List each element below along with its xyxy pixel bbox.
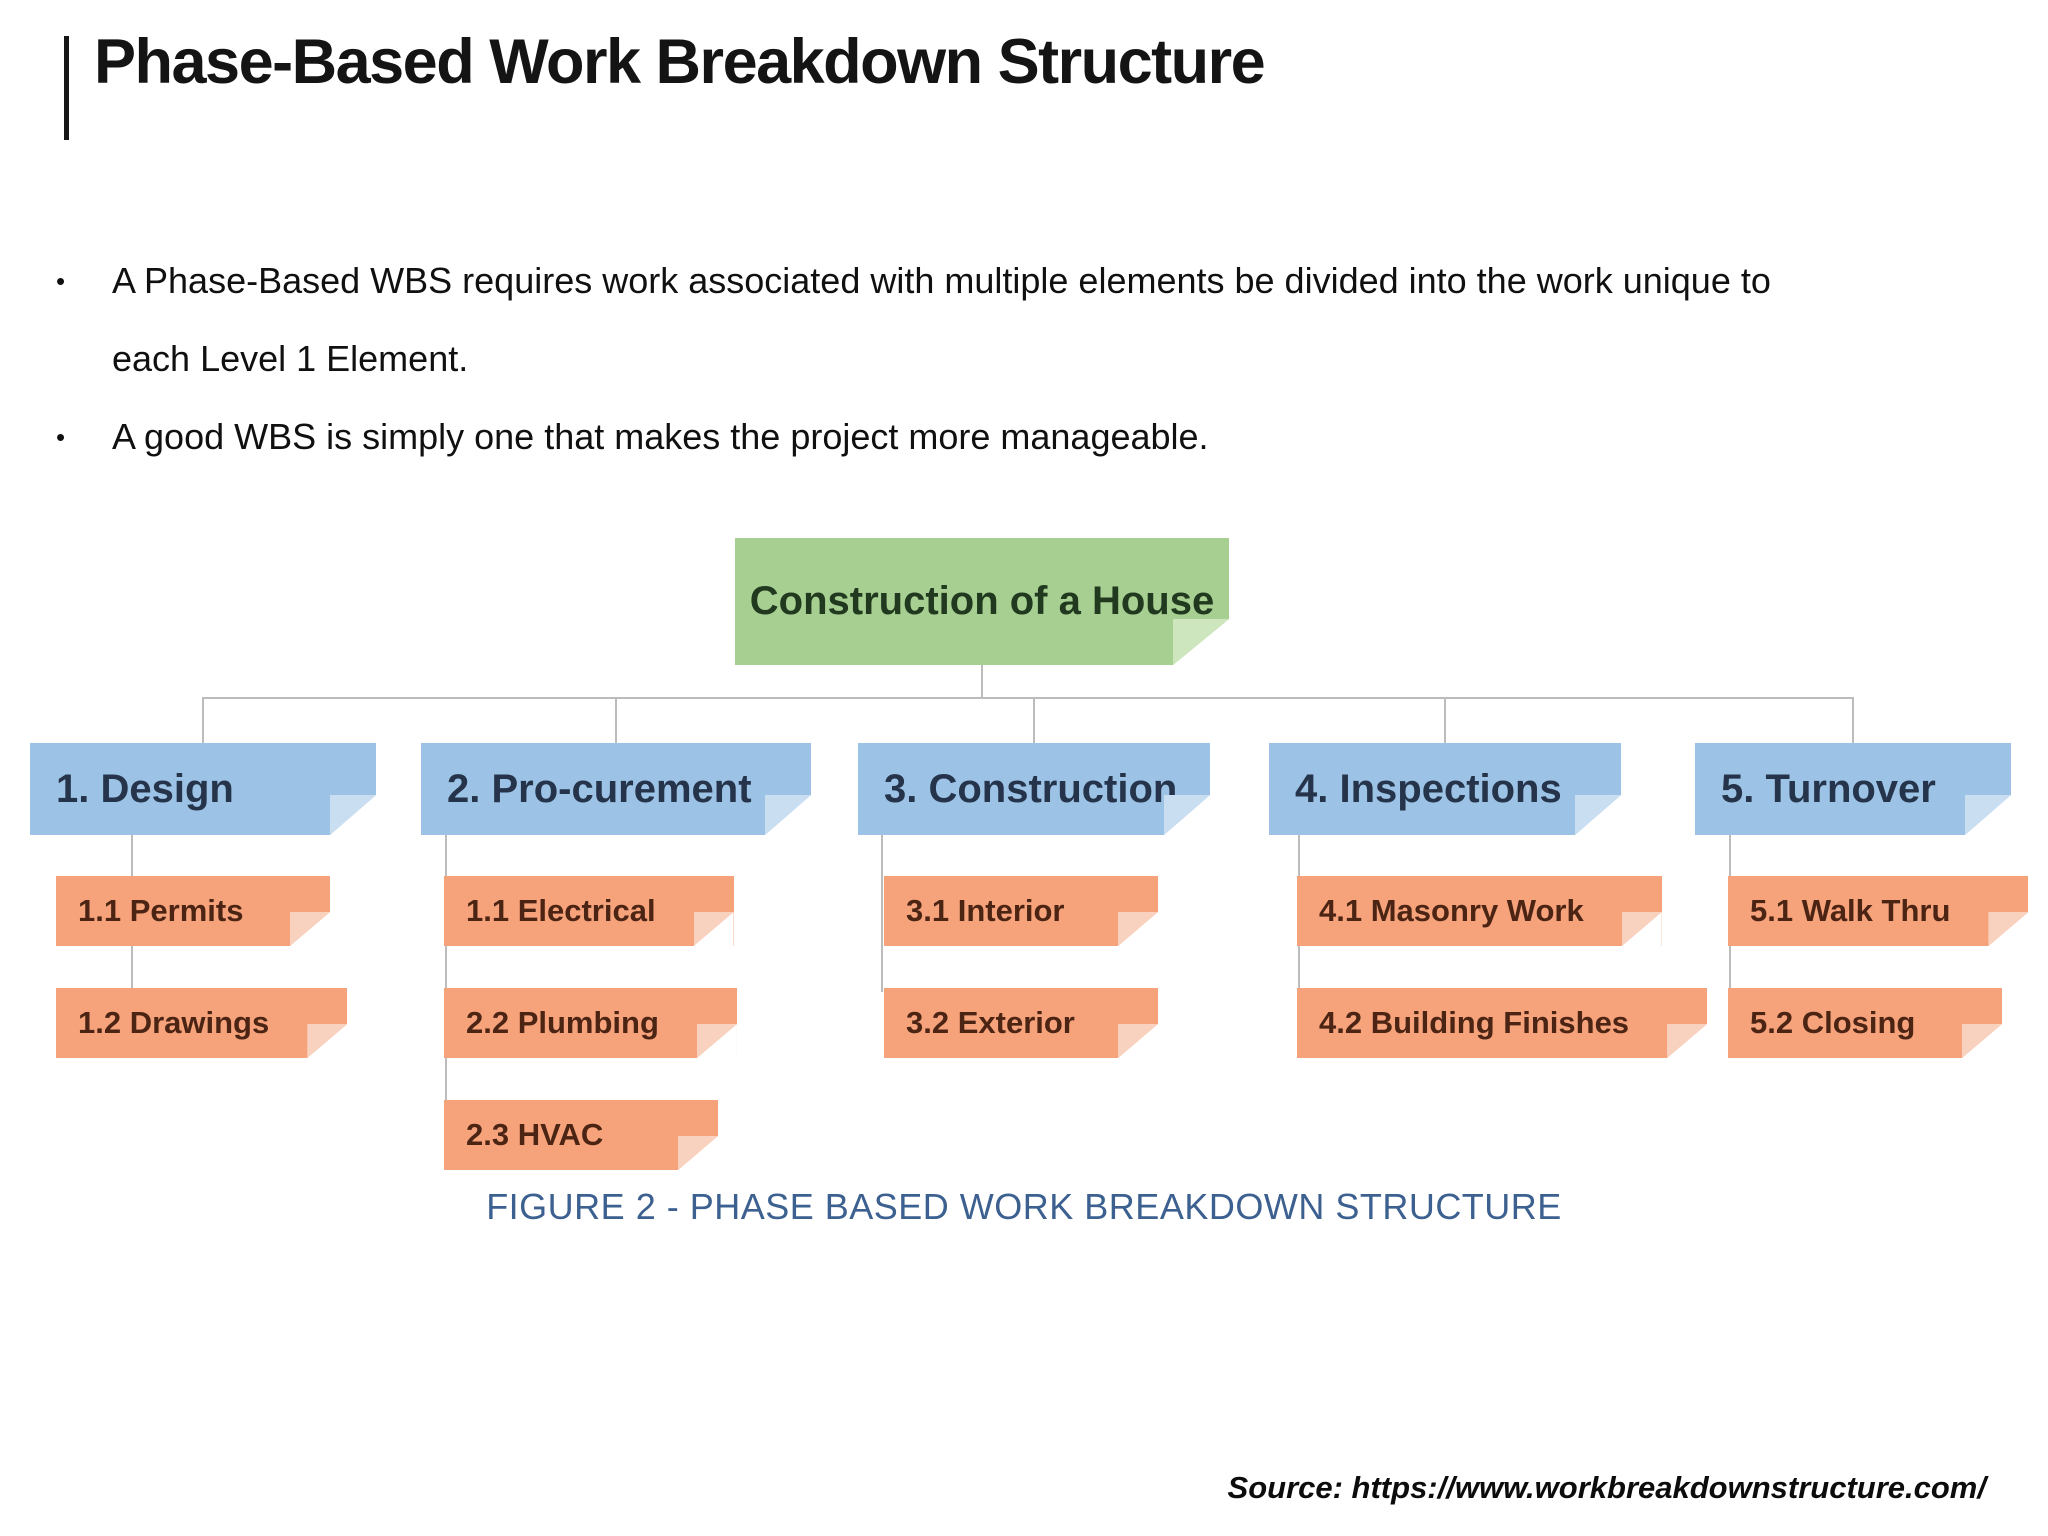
wbs-task-node: 3.1 Interior bbox=[884, 876, 1158, 946]
wbs-task-label: 5.1 Walk Thru bbox=[1750, 893, 1951, 928]
connector-phase-drop bbox=[1033, 698, 1035, 744]
bullet-text: A Phase-Based WBS requires work associat… bbox=[112, 260, 1771, 379]
wbs-phase-label: 3. Construction bbox=[884, 766, 1178, 811]
wbs-phase-node: 4. Inspections bbox=[1269, 743, 1621, 835]
connector-phase-drop bbox=[202, 698, 204, 744]
wbs-phase-label: 5. Turnover bbox=[1721, 766, 1936, 811]
bullet-item: • A good WBS is simply one that makes th… bbox=[46, 398, 1836, 476]
wbs-task-label: 3.1 Interior bbox=[906, 893, 1065, 928]
connector-phase-drop bbox=[1852, 698, 1854, 744]
wbs-task-node: 5.2 Closing bbox=[1728, 988, 2002, 1058]
wbs-task-label: 4.1 Masonry Work bbox=[1319, 893, 1584, 928]
connector-column-spine bbox=[881, 835, 883, 992]
bullet-item: • A Phase-Based WBS requires work associ… bbox=[46, 242, 1836, 398]
wbs-task-node: 5.1 Walk Thru bbox=[1728, 876, 2029, 946]
wbs-task-node: 1.2 Drawings bbox=[56, 988, 348, 1058]
connector-phase-drop bbox=[615, 698, 617, 744]
wbs-task-label: 3.2 Exterior bbox=[906, 1005, 1075, 1040]
wbs-phase-label: 4. Inspections bbox=[1295, 766, 1562, 811]
title-accent-bar bbox=[64, 36, 69, 140]
wbs-root-label: Construction of a House bbox=[749, 579, 1215, 623]
figure-caption: FIGURE 2 - PHASE BASED WORK BREAKDOWN ST… bbox=[486, 1186, 1562, 1227]
wbs-task-label: 2.2 Plumbing bbox=[466, 1005, 659, 1040]
wbs-task-label: 1.2 Drawings bbox=[78, 1005, 270, 1040]
wbs-root-node: Construction of a House bbox=[735, 538, 1229, 665]
bullet-text: A good WBS is simply one that makes the … bbox=[112, 416, 1209, 457]
wbs-task-node: 4.2 Building Finishes bbox=[1297, 988, 1708, 1058]
wbs-phase-label: 1. Design bbox=[56, 766, 234, 811]
wbs-phase-label: 2. Pro-curement bbox=[447, 766, 752, 811]
wbs-task-label: 1.1 Electrical bbox=[466, 893, 656, 928]
wbs-phase-node: 5. Turnover bbox=[1695, 743, 2011, 835]
bullet-list: • A Phase-Based WBS requires work associ… bbox=[46, 242, 1836, 476]
connector-phase-drop bbox=[1444, 698, 1446, 744]
wbs-task-node: 3.2 Exterior bbox=[884, 988, 1158, 1058]
connector-root-drop bbox=[981, 665, 983, 698]
wbs-task-node: 1.1 Permits bbox=[56, 876, 330, 946]
page-title: Phase-Based Work Breakdown Structure bbox=[94, 27, 1266, 97]
wbs-task-node: 4.1 Masonry Work bbox=[1297, 876, 1662, 946]
wbs-phase-node: 1. Design bbox=[30, 743, 376, 835]
wbs-task-label: 1.1 Permits bbox=[78, 893, 244, 928]
wbs-task-node: 1.1 Electrical bbox=[444, 876, 734, 946]
connector-column-spine bbox=[445, 835, 447, 1104]
wbs-task-node: 2.3 HVAC bbox=[444, 1100, 718, 1170]
bullet-marker: • bbox=[56, 266, 66, 296]
wbs-task-label: 2.3 HVAC bbox=[466, 1117, 604, 1152]
wbs-task-node: 2.2 Plumbing bbox=[444, 988, 737, 1058]
wbs-phase-node: 3. Construction bbox=[858, 743, 1210, 835]
connector-level1-rail bbox=[202, 697, 1854, 699]
wbs-task-label: 5.2 Closing bbox=[1750, 1005, 1916, 1040]
wbs-phase-node: 2. Pro-curement bbox=[421, 743, 811, 835]
bullet-marker: • bbox=[56, 422, 66, 452]
source-attribution: Source: https://www.workbreakdownstructu… bbox=[1227, 1470, 1986, 1505]
wbs-task-label: 4.2 Building Finishes bbox=[1319, 1005, 1630, 1040]
